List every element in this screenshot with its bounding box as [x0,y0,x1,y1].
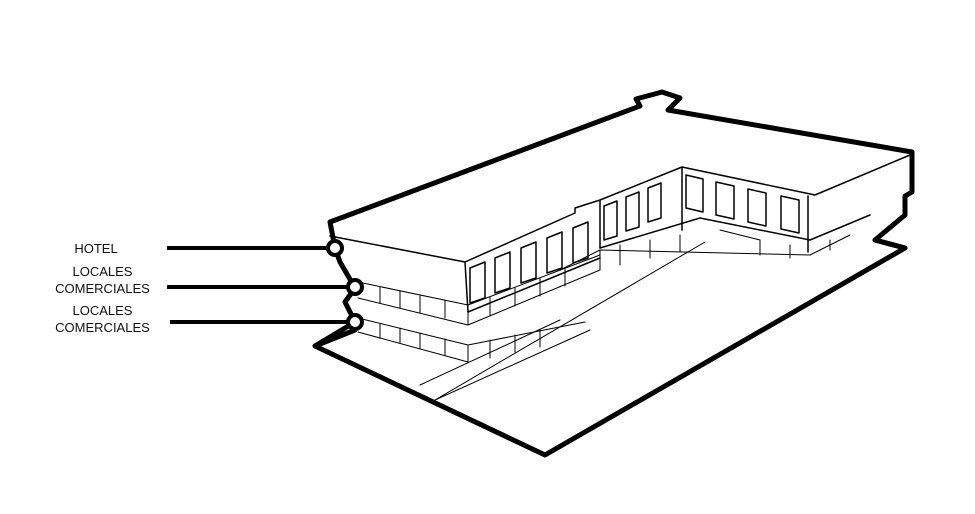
label-line1: LOCALES [72,303,133,318]
label-commercial-upper: LOCALES COMERCIALES [45,263,160,297]
upper-commercial-level [357,229,851,326]
label-hotel: HOTEL [60,240,132,257]
lower-commercial-level [357,317,586,363]
marker-hotel [326,239,344,257]
marker-commercial-upper [346,278,364,296]
marker-commercial-lower [346,313,364,331]
label-commercial-lower: LOCALES COMERCIALES [45,302,160,336]
hotel-front-facade-bottom [467,214,871,313]
label-line1: LOCALES [72,264,133,279]
label-line2: COMERCIALES [55,281,150,296]
building-outline [312,89,915,349]
roof-inner-edges [329,154,911,313]
hotel-windows [469,174,800,304]
label-line2: COMERCIALES [55,320,150,335]
ground-slab [312,237,908,458]
label-hotel-text: HOTEL [74,241,118,256]
